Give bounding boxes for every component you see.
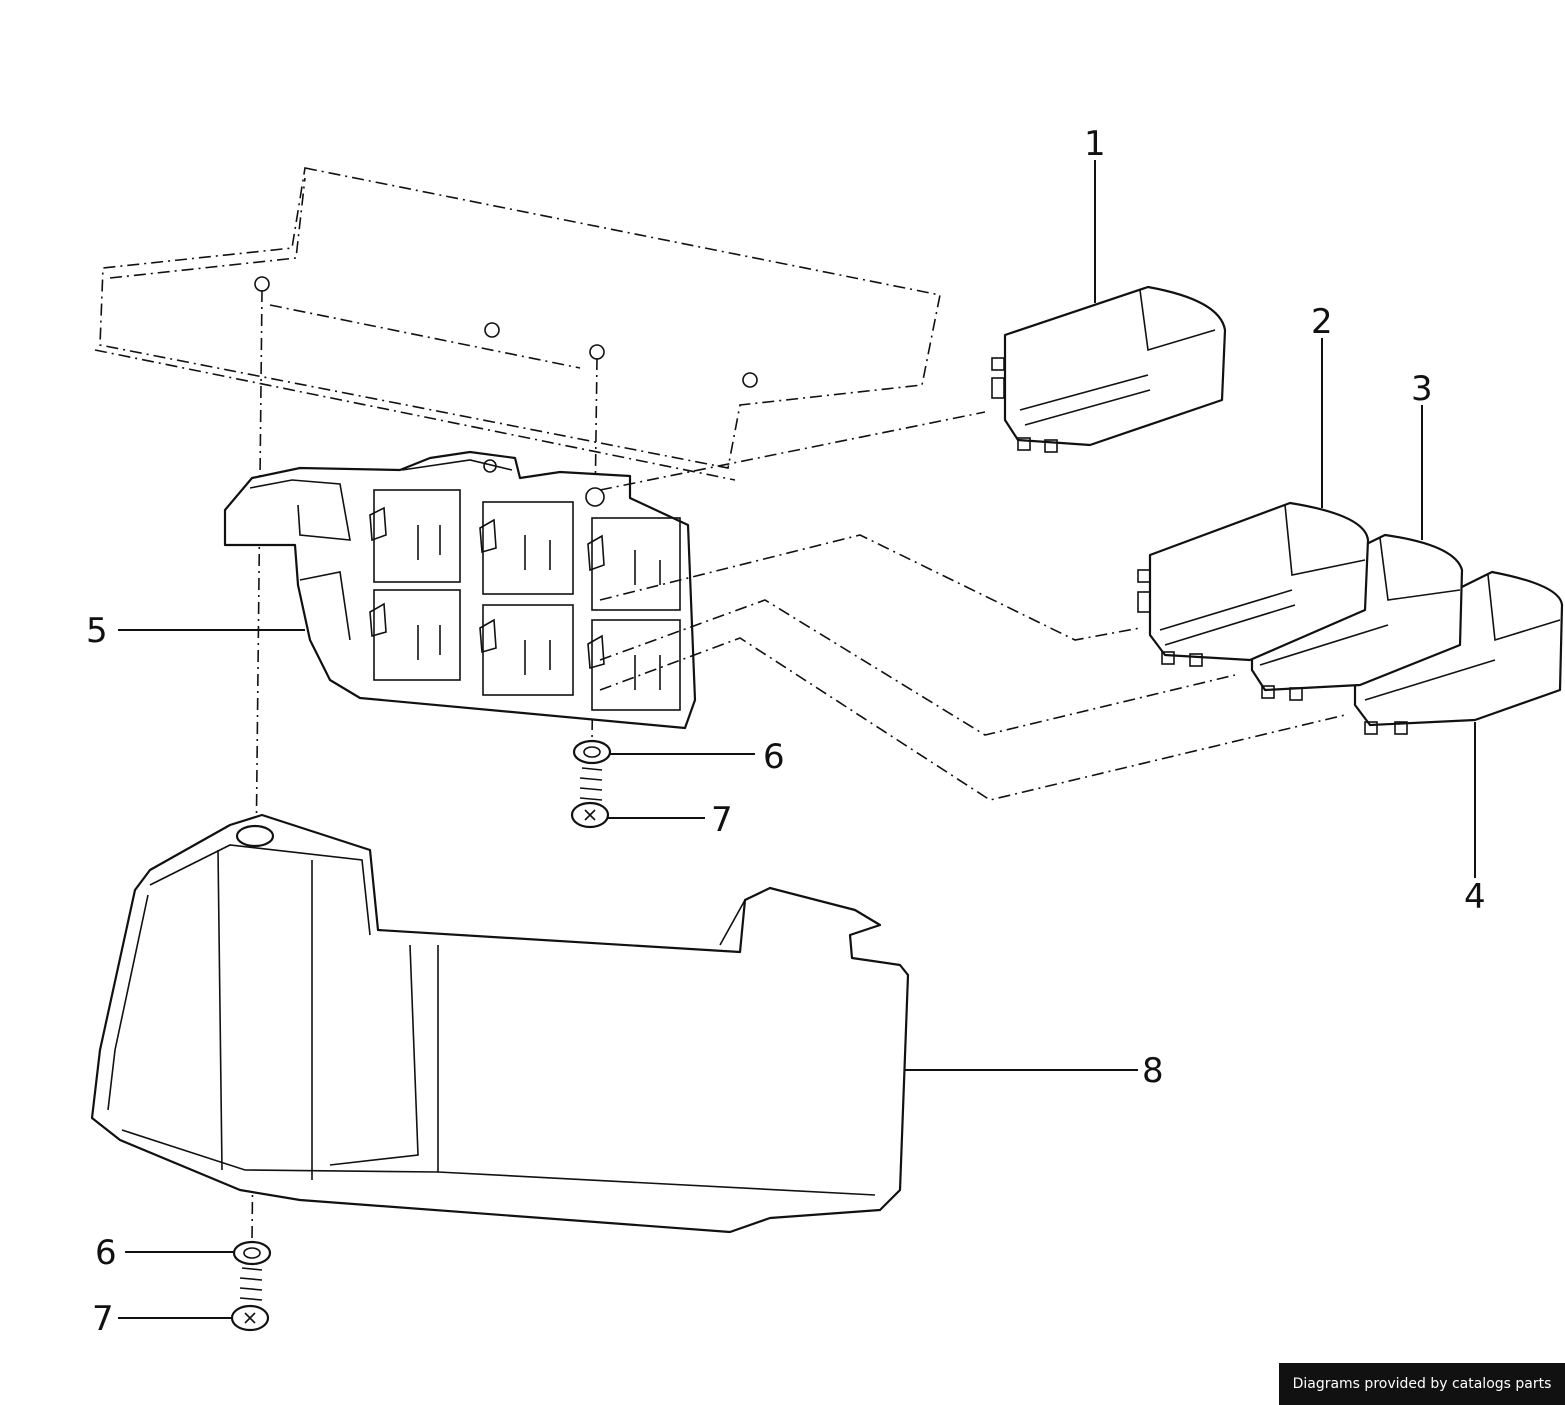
washer-upper: [572, 739, 612, 765]
cover: [90, 813, 910, 1234]
callout-3: 3: [1411, 369, 1433, 409]
relay-carrier: [223, 450, 697, 730]
screw-upper: [570, 767, 610, 829]
callout-1: 1: [1084, 124, 1106, 164]
assembly-paths: [599, 411, 1346, 801]
washer-lower: [232, 1240, 272, 1266]
callout-7-upper: 7: [711, 800, 733, 840]
mounting-plate-outline: [94, 167, 941, 481]
leader-lines: [118, 160, 1476, 1319]
callout-8: 8: [1142, 1051, 1164, 1091]
callout-2: 2: [1311, 302, 1333, 342]
screw-lower: [230, 1267, 270, 1332]
callout-6-lower: 6: [95, 1233, 117, 1273]
relay-sockets: [369, 489, 681, 711]
callout-7-lower: 7: [92, 1299, 114, 1339]
credit-banner: Diagrams provided by catalogs parts: [1279, 1363, 1565, 1405]
relay-1: [991, 285, 1227, 453]
callout-6-upper: 6: [763, 737, 785, 777]
relay-4: [1353, 570, 1564, 735]
callout-4: 4: [1464, 877, 1486, 917]
callout-5: 5: [86, 611, 108, 651]
relay-2: [1137, 501, 1370, 667]
